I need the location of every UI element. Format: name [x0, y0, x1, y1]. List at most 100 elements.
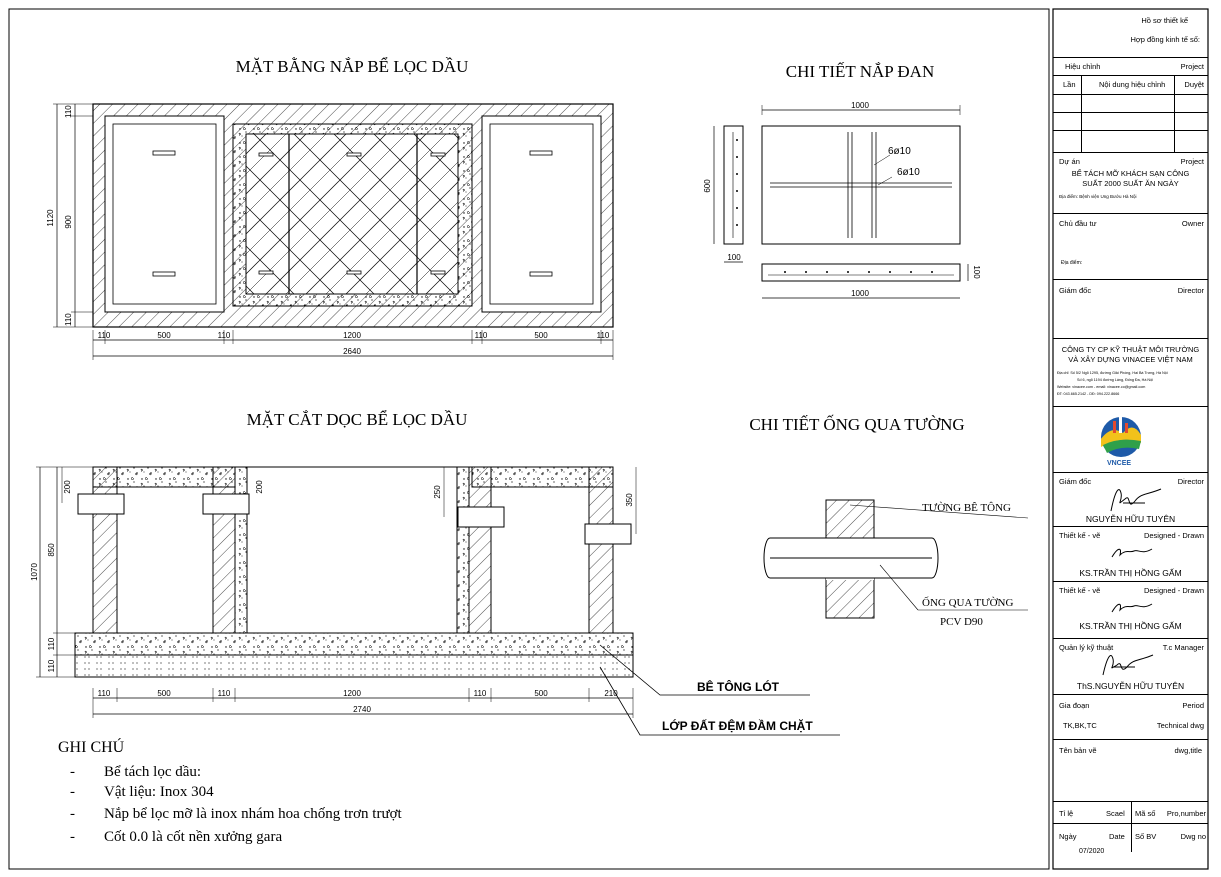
notes-heading: GHI CHÚ	[58, 739, 125, 756]
tb-director-2: Director	[1177, 477, 1204, 486]
label-pvc: PCV D90	[940, 616, 983, 628]
plan-dim-left-2: 110	[64, 313, 73, 326]
plan-dim-bottom-6: 110	[597, 331, 610, 340]
plan-dim-bottom-2: 110	[218, 331, 231, 340]
lid-handle-icon	[152, 150, 176, 156]
label-lean-concrete: BÊ TÔNG LÓT	[697, 679, 780, 694]
tb-chu-dau-tu: Chủ đầu tư	[1059, 219, 1097, 228]
tb-duyet: Duyệt	[1184, 80, 1204, 89]
plan-left-chamber	[104, 115, 225, 313]
base-slab	[74, 632, 634, 656]
pipe-detail: CHI TIẾT ỐNG QUA TƯỜNG TƯỜNG BÊ TÔNG ỐNG…	[749, 415, 1029, 628]
section-dim-wall-2: 200	[255, 480, 264, 494]
tb-sign-designer-2: KS.TRẦN THỊ HỒNG GẤM	[1079, 621, 1182, 631]
tb-drawn-1: Designed - Drawn	[1143, 531, 1204, 540]
tb-scale-row: Tỉ lệ Scael Mã số Pro,number	[1053, 801, 1208, 823]
wall-right	[588, 466, 614, 634]
wall-left	[92, 466, 118, 634]
plan-title: MẶT BẰNG NẮP BỂ LỌC DẦU	[236, 57, 469, 76]
signature-icon	[1111, 548, 1153, 558]
tb-date-value: 07/2020	[1079, 848, 1105, 855]
signature-icon	[1111, 603, 1153, 613]
section-dim-left-2: 110	[47, 659, 56, 672]
slab-rebar-2: 6ø10	[897, 167, 920, 178]
lid-handle-icon	[529, 271, 553, 277]
tb-period: Period	[1182, 701, 1204, 710]
section-dim-bottom-4: 110	[474, 689, 487, 698]
section-dim-total-left: 1070	[30, 563, 39, 581]
tb-revision-section: Hiệu chỉnh Project Lần Nội dung hiệu chỉ…	[1053, 57, 1208, 152]
tb-drawing-title-section: Tên bản vẽ dwg,title	[1053, 739, 1208, 801]
section-dim-bottom-3: 1200	[343, 689, 361, 698]
tb-addr-3: Website: vinacee.com - email: vinacee.co…	[1057, 385, 1146, 389]
label-wall-pipe: ỐNG QUA TƯỜNG	[922, 596, 1013, 609]
tb-company-1: CÔNG TY CP KỸ THUẬT MÔI TRƯỜNG	[1061, 345, 1200, 354]
lean-concrete-layer	[74, 654, 634, 678]
tb-addr-4: ĐT: 043.665.2142 - DĐ: 094.222.8666	[1057, 392, 1120, 396]
logo-text: VNCEE	[1107, 460, 1131, 467]
slab-title: CHI TIẾT NẮP ĐAN	[786, 62, 934, 81]
lid-handle-icon	[346, 270, 362, 275]
tb-project-name-2: SUẤT 2000 SUẤT ĂN NGÀY	[1082, 179, 1179, 188]
plan-dim-total-bottom: 2640	[343, 347, 361, 356]
tb-location: Địa điểm: Bệnh viện Ung Bướu Hà Nội	[1059, 194, 1137, 199]
slab-dim-top: 1000	[851, 101, 869, 110]
tb-dia-diem: Địa điểm:	[1061, 260, 1083, 266]
note-bullet: -	[70, 764, 75, 780]
tb-hop-dong: Hợp đồng kinh tế số:	[1130, 35, 1200, 44]
tb-designer-2-section: Thiết kế - vẽ Designed - Drawn KS.TRẦN T…	[1053, 581, 1208, 638]
plan-view: MẶT BẰNG NẮP BỂ LỌC DẦU 110 900	[46, 57, 614, 360]
section-dim-bottom-6: 210	[604, 689, 618, 698]
plan-dim-bottom-4: 110	[475, 331, 488, 340]
plan-dim-left-1: 900	[64, 215, 73, 229]
tb-project: Project	[1180, 62, 1204, 71]
plan-right-chamber	[481, 115, 602, 313]
lid-handle-icon	[152, 271, 176, 277]
section-dim-bottom-2: 110	[218, 689, 231, 698]
tb-tc-manager: T.c Manager	[1162, 643, 1204, 652]
tb-du-an: Dự án	[1059, 157, 1080, 166]
tb-manager-section: Quản lý kỹ thuật T.c Manager ThS.NGUYỄN …	[1053, 638, 1208, 694]
tb-date: Date	[1109, 832, 1125, 841]
section-dim-wall-1: 200	[63, 480, 72, 494]
label-compacted-soil: LỚP ĐẤT ĐỆM ĐẦM CHẶT	[662, 718, 813, 733]
tb-lan: Lần	[1063, 80, 1076, 89]
tb-date-row: Ngày Date Số BV Dwg no 07/2020	[1053, 823, 1208, 869]
tb-director-sign-section: Giám đốc Director NGUYỄN HỮU TUYÊN	[1053, 472, 1208, 526]
tb-thiet-ke-1: Thiết kế - vẽ	[1059, 531, 1101, 540]
tb-project-section: Dự án Project BỂ TÁCH MỠ KHÁCH SẠN CÔNG …	[1053, 152, 1208, 213]
signature-icon	[1110, 488, 1162, 512]
tb-technical: Technical dwg	[1156, 721, 1204, 730]
note-item-2: Nắp bể lọc mỡ là inox nhám hoa chống trơ…	[104, 806, 402, 822]
slab-section-vertical	[723, 125, 744, 245]
tb-giai-doan: Gia đoạn	[1059, 701, 1090, 710]
tb-ti-le: Tỉ lệ	[1059, 809, 1074, 818]
section-dim-left-1: 110	[47, 637, 56, 650]
slab-dim-height: 600	[703, 179, 712, 193]
tb-company-section: CÔNG TY CP KỸ THUẬT MÔI TRƯỜNG VÀ XÂY DỰ…	[1053, 338, 1208, 406]
slab-dim-thickness-right: 100	[972, 265, 981, 279]
tb-dwg-no: Dwg no	[1180, 832, 1206, 841]
pipe-through-wall	[77, 493, 125, 515]
note-bullet: -	[70, 806, 75, 822]
sheet-border	[8, 8, 1050, 870]
slab-dim-thickness-left: 100	[727, 253, 741, 262]
tb-hieu-chinh: Hiệu chỉnh	[1065, 62, 1101, 71]
tb-addr-1: Địa chỉ: Số 5/2 Ngõ 1295, đường Giải Phó…	[1057, 371, 1168, 375]
section-view: MẶT CẮT DỌC BỂ LỌC DẦU 200 200 250 350	[30, 410, 840, 736]
section-dim-bottom-1: 500	[157, 689, 171, 698]
label-concrete-wall: TƯỜNG BÊ TÔNG	[922, 502, 1011, 514]
plan-dim-total-left: 1120	[46, 209, 55, 227]
tb-quan-ly: Quản lý kỹ thuật	[1059, 643, 1114, 652]
section-title: MẶT CẮT DỌC BỂ LỌC DẦU	[247, 410, 468, 429]
lid-handle-icon	[346, 152, 362, 157]
tb-owner: Owner	[1181, 219, 1204, 228]
tb-giam-doc: Giám đốc	[1059, 286, 1092, 295]
section-dim-left-0: 850	[47, 543, 56, 557]
slab-dim-bottom: 1000	[851, 289, 869, 298]
lid-handle-icon	[430, 152, 446, 157]
slab-rebar-1: 6ø10	[888, 146, 911, 157]
plan-dim-bottom-1: 500	[157, 331, 171, 340]
section-dim-wall-3: 250	[433, 485, 442, 499]
